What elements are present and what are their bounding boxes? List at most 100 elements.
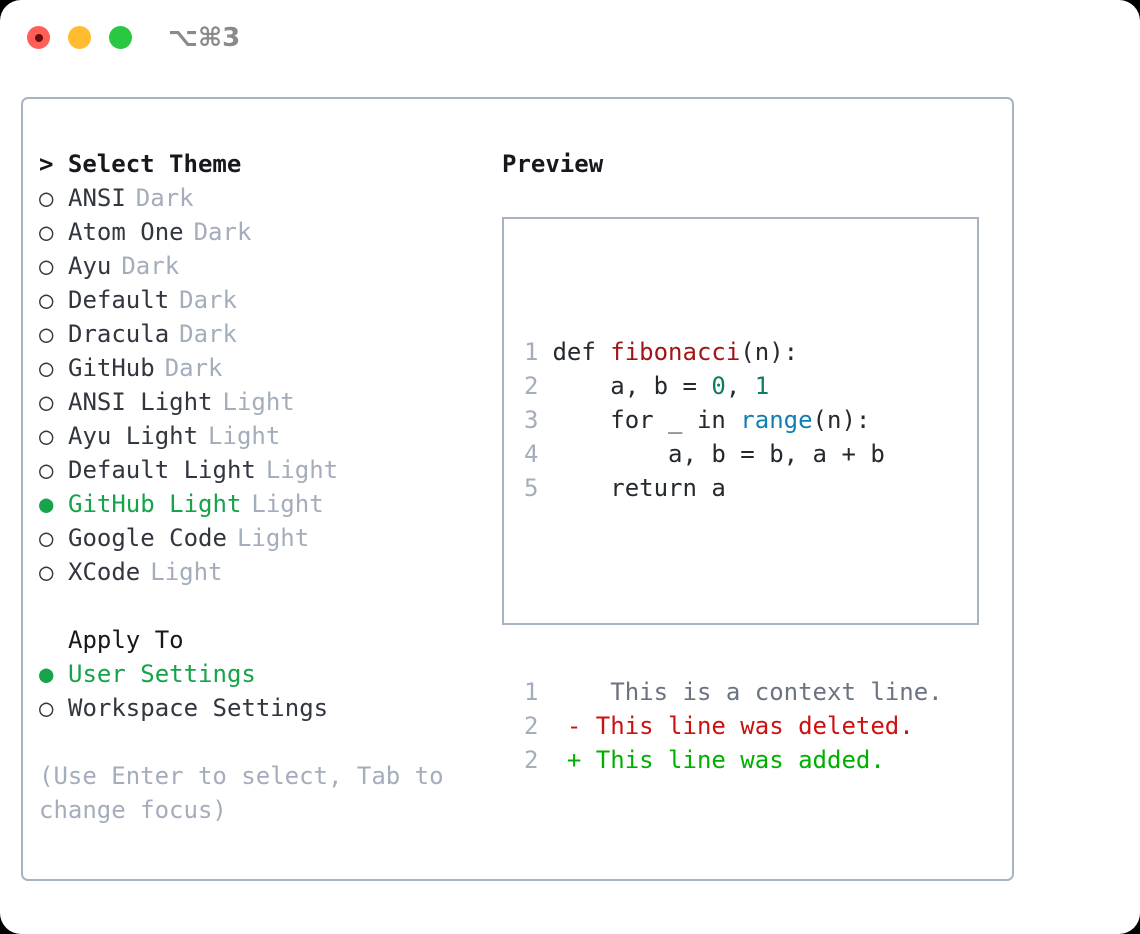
radio-unselected-icon: ○ (39, 184, 54, 212)
preview-heading: Preview (502, 150, 604, 178)
code-token: a, b = b, a + b (552, 440, 885, 468)
code-token: range (740, 406, 813, 434)
code-line: 2 a, b = 0, 1 (524, 369, 943, 403)
theme-variant-tag: Light (208, 422, 281, 450)
theme-option-ayu-light[interactable]: ○ Ayu Light Light (39, 419, 489, 453)
line-number: 2 (524, 712, 539, 740)
theme-option-label: GitHub (68, 354, 155, 382)
line-number: 4 (524, 440, 539, 468)
code-line: 4 a, b = b, a + b (524, 437, 943, 471)
minimize-button-icon[interactable] (68, 26, 91, 49)
radio-unselected-icon: ○ (39, 422, 54, 450)
diff-line: 2 - This line was deleted. (524, 709, 943, 743)
radio-unselected-icon: ○ (39, 456, 54, 484)
theme-option-label: Default (68, 286, 170, 314)
theme-option-ansi[interactable]: ○ ANSI Dark (39, 181, 489, 215)
theme-option-label: ANSI Light (68, 388, 213, 416)
theme-option-label: Default Light (68, 456, 256, 484)
keyboard-shortcut-label: ⌥⌘3 (168, 23, 241, 53)
code-token: 1 (754, 372, 770, 400)
code-line: 1 def fibonacci(n): (524, 335, 943, 369)
theme-option-label: Ayu Light (68, 422, 199, 450)
apply-to-option-label: Workspace Settings (68, 694, 329, 722)
radio-unselected-icon: ○ (39, 218, 54, 246)
theme-variant-tag: Dark (121, 252, 180, 280)
theme-variant-tag: Light (251, 490, 324, 518)
radio-unselected-icon: ○ (39, 252, 54, 280)
radio-unselected-icon: ○ (39, 320, 54, 348)
apply-to-heading: Apply To (68, 626, 184, 654)
theme-option-default[interactable]: ○ Default Dark (39, 283, 489, 317)
radio-unselected-icon: ○ (39, 558, 54, 586)
select-theme-heading: > Select Theme (39, 150, 242, 178)
theme-option-ayu[interactable]: ○ Ayu Dark (39, 249, 489, 283)
theme-option-label: GitHub Light (68, 490, 242, 518)
line-number: 2 (524, 746, 539, 774)
apply-to-option-user-settings[interactable]: ● User Settings (39, 657, 489, 691)
apply-to-option-label: User Settings (68, 660, 256, 688)
maximize-button-icon[interactable] (109, 26, 132, 49)
radio-selected-icon: ● (39, 660, 54, 688)
theme-option-label: XCode (68, 558, 141, 586)
traffic-lights (27, 26, 132, 49)
diff-line: 2 + This line was added. (524, 743, 943, 777)
theme-variant-tag: Light (236, 524, 310, 552)
line-number: 1 (524, 338, 539, 366)
radio-unselected-icon: ○ (39, 354, 54, 382)
theme-variant-tag: Dark (179, 286, 237, 314)
diff-marker: - (566, 712, 582, 740)
spacer (39, 589, 489, 623)
code-token: for _ in (552, 406, 741, 434)
theme-option-dracula[interactable]: ○ Dracula Dark (39, 317, 489, 351)
theme-option-github[interactable]: ○ GitHub Dark (39, 351, 489, 385)
theme-variant-tag: Dark (179, 320, 237, 348)
theme-variant-tag: Dark (135, 184, 194, 212)
theme-variant-tag: Light (265, 456, 339, 484)
theme-variant-tag: Dark (164, 354, 223, 382)
diff-marker: + (566, 746, 582, 774)
diff-block: 1 This is a context line.2 - This line w… (524, 675, 943, 777)
diff-marker (567, 678, 581, 706)
code-line: 5 return a (524, 471, 943, 505)
radio-unselected-icon: ○ (39, 286, 54, 314)
code-token: def (552, 338, 611, 366)
keyboard-hint-text: (Use Enter to select, Tab to change focu… (39, 762, 444, 824)
radio-unselected-icon: ○ (39, 388, 54, 416)
line-number: 5 (524, 474, 539, 502)
theme-option-default-light[interactable]: ○ Default Light Light (39, 453, 489, 487)
radio-unselected-icon: ○ (39, 524, 54, 552)
apply-to-option-workspace-settings[interactable]: ○ Workspace Settings (39, 691, 489, 725)
theme-option-label: ANSI (68, 184, 126, 212)
apply-to-list[interactable]: ● User Settings ○ Workspace Settings (39, 657, 489, 725)
code-blank-line (524, 573, 943, 607)
diff-line: 1 This is a context line. (524, 675, 943, 709)
line-number: 3 (524, 406, 539, 434)
theme-variant-tag: Dark (193, 218, 252, 246)
theme-option-github-light[interactable]: ● GitHub Light Light (39, 487, 489, 521)
code-token: a, b = (552, 372, 712, 400)
theme-option-google-code[interactable]: ○ Google Code Light (39, 521, 489, 555)
diff-text: This line was deleted. (581, 712, 914, 740)
diff-text: This is a context line. (581, 678, 943, 706)
line-number: 1 (524, 678, 539, 706)
preview-column: Preview 1 def fibonacci(n):2 a, b = 0, 1… (502, 147, 992, 774)
theme-option-label: Google Code (68, 524, 227, 552)
radio-selected-icon: ● (39, 490, 54, 518)
diff-text: This line was added. (581, 746, 885, 774)
close-button-icon[interactable] (27, 26, 50, 49)
code-token: , (725, 372, 755, 400)
code-line: 3 for _ in range(n): (524, 403, 943, 437)
theme-option-label: Dracula (68, 320, 170, 348)
radio-unselected-icon: ○ (39, 694, 54, 722)
theme-option-label: Ayu (68, 252, 112, 280)
